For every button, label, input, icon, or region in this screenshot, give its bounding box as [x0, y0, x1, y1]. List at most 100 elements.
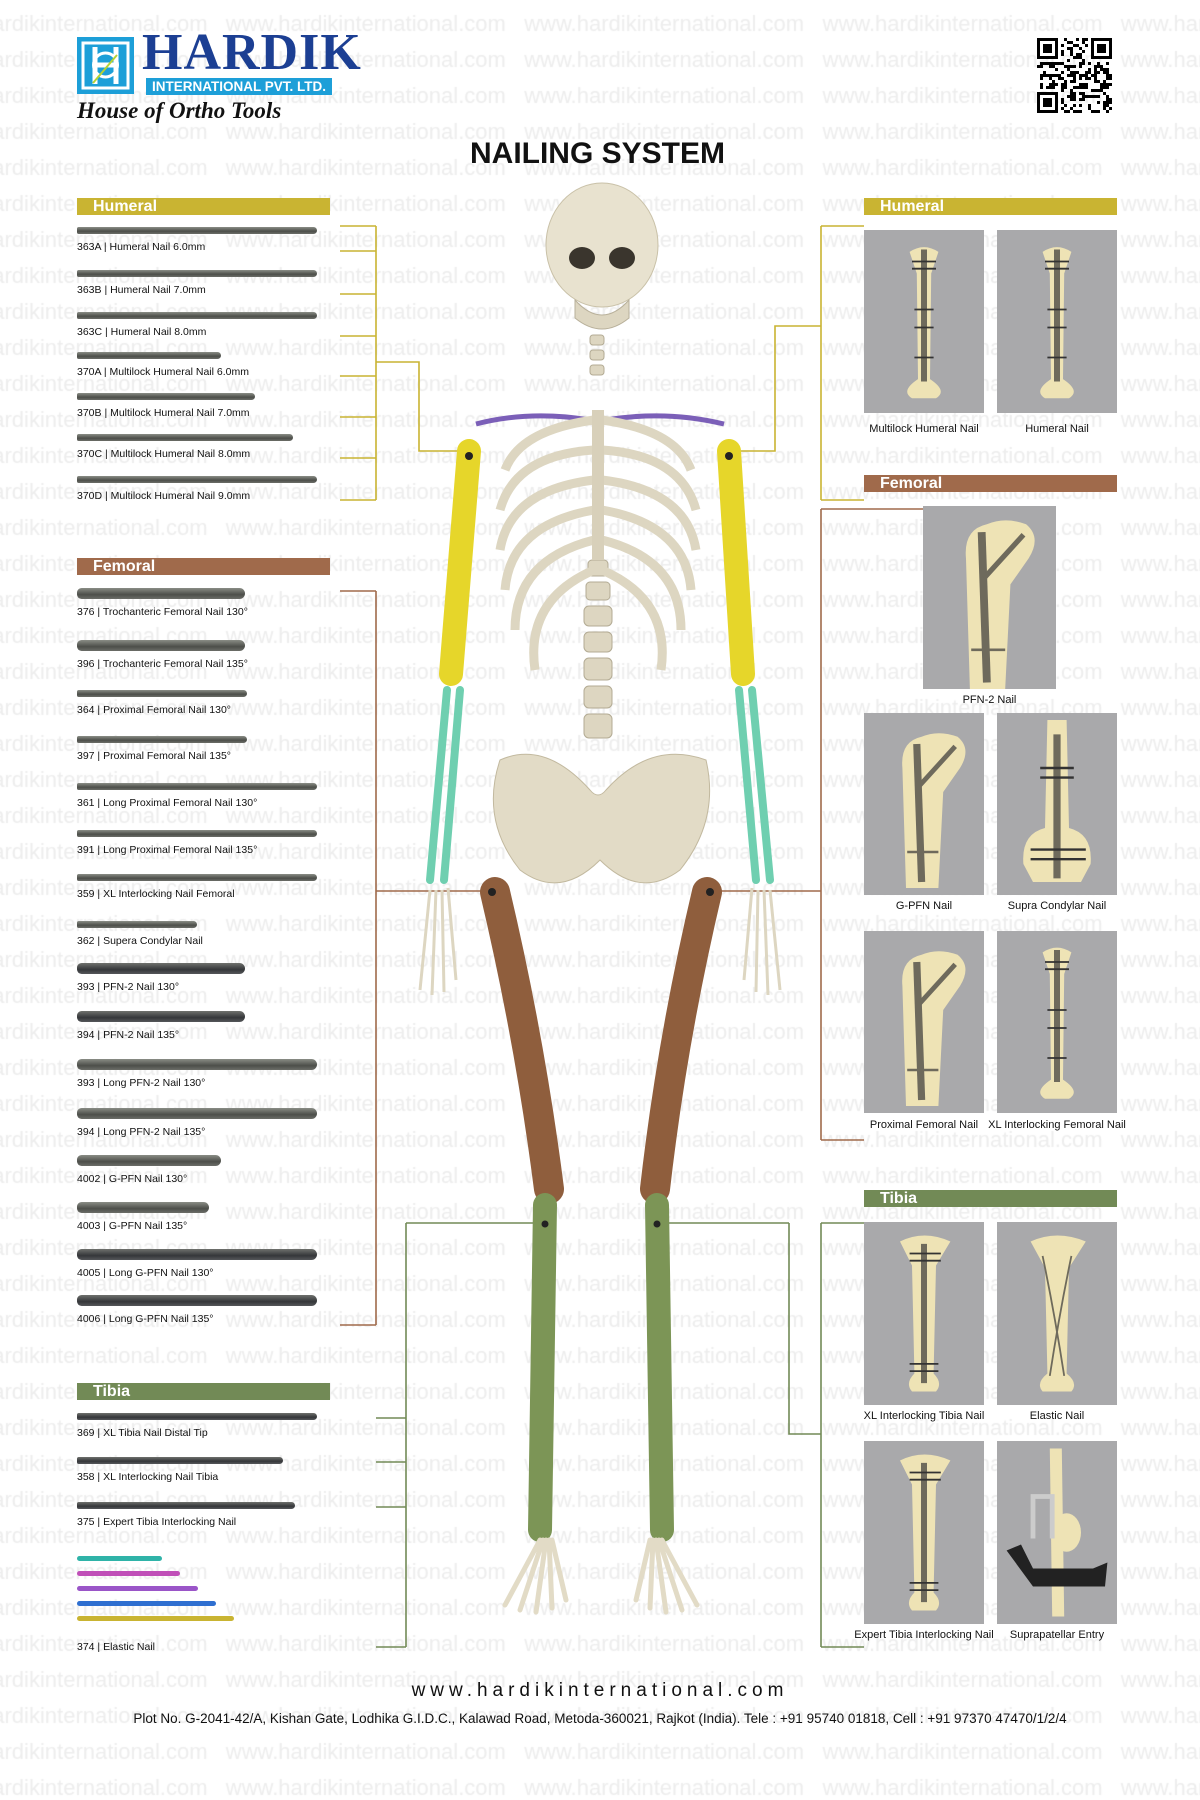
nail-label: 394 | Long PFN-2 Nail 135°	[77, 1126, 206, 1138]
company-address: Plot No. G-2041-42/A, Kishan Gate, Lodhi…	[133, 1711, 1067, 1726]
nail-label: 375 | Expert Tibia Interlocking Nail	[77, 1516, 237, 1528]
nail-image	[77, 640, 245, 651]
tibia-heading-left: Tibia	[77, 1383, 330, 1400]
femoral-bracket-left	[340, 590, 491, 1326]
nail-image	[77, 270, 317, 277]
femoral-heading-right: Femoral	[864, 475, 1117, 492]
skeleton	[418, 182, 782, 1615]
nail-list-item[interactable]: 4005 | Long G-PFN Nail 130°	[77, 1249, 317, 1279]
forearm-left	[426, 686, 464, 884]
implant-image	[997, 230, 1117, 413]
nail-list-item[interactable]: 364 | Proximal Femoral Nail 130°	[77, 690, 248, 716]
nail-label: 363A | Humeral Nail 6.0mm	[77, 241, 206, 253]
nail-list-item[interactable]: 370A | Multilock Humeral Nail 6.0mm	[77, 352, 249, 378]
nail-image	[77, 830, 317, 837]
nail-list-item[interactable]: 370B | Multilock Humeral Nail 7.0mm	[77, 393, 255, 419]
nail-list-item[interactable]: 363C | Humeral Nail 8.0mm	[77, 312, 317, 338]
nail-list-item[interactable]: 396 | Trochanteric Femoral Nail 135°	[77, 640, 248, 670]
implant-caption: Suprapatellar Entry	[1009, 1629, 1105, 1641]
implant-caption: Proximal Femoral Nail	[869, 1119, 979, 1131]
implant-image	[864, 1441, 984, 1624]
nail-image	[77, 393, 255, 400]
nail-list-item[interactable]: 393 | Long PFN-2 Nail 130°	[77, 1059, 317, 1089]
implant-image	[997, 931, 1117, 1113]
implant-image	[864, 713, 984, 895]
foot-left	[502, 1537, 569, 1615]
nail-list-item[interactable]: 370D | Multilock Humeral Nail 9.0mm	[77, 476, 317, 502]
nail-image	[77, 352, 221, 359]
tibia-bracket-right	[661, 1222, 864, 1648]
nail-list-item[interactable]: 394 | PFN-2 Nail 135°	[77, 1011, 245, 1041]
nail-list-item[interactable]: 370C | Multilock Humeral Nail 8.0mm	[77, 434, 293, 460]
nail-label: 393 | PFN-2 Nail 130°	[77, 981, 180, 993]
nail-list-item[interactable]: 391 | Long Proximal Femoral Nail 135°	[77, 830, 317, 856]
foot-right	[633, 1537, 700, 1615]
nail-image	[77, 690, 248, 697]
implant-image	[864, 230, 984, 413]
nail-list-item[interactable]: 363B | Humeral Nail 7.0mm	[77, 270, 317, 296]
nail-image	[77, 1059, 317, 1070]
nail-image	[77, 1155, 221, 1166]
implant-image	[864, 931, 984, 1113]
logo-icon	[77, 37, 134, 94]
nail-list-item[interactable]: 369 | XL Tibia Nail Distal Tip	[77, 1413, 317, 1439]
nail-image	[77, 1502, 296, 1509]
femoral-bracket-right	[712, 508, 923, 1141]
nail-list-item[interactable]: 4006 | Long G-PFN Nail 135°	[77, 1295, 317, 1325]
femur-right	[640, 877, 722, 1204]
nail-image	[77, 783, 317, 790]
elastic-nail-image	[77, 1601, 216, 1606]
nail-list-item[interactable]: 397 | Proximal Femoral Nail 135°	[77, 736, 248, 762]
nail-list-item[interactable]: 393 | PFN-2 Nail 130°	[77, 963, 245, 993]
nail-label: 369 | XL Tibia Nail Distal Tip	[77, 1427, 208, 1439]
implant-caption: Humeral Nail	[1025, 423, 1089, 435]
clavicle-left	[475, 413, 591, 427]
nail-list-item[interactable]: 363A | Humeral Nail 6.0mm	[77, 227, 317, 253]
nail-list-item[interactable]: 4002 | G-PFN Nail 130°	[77, 1155, 221, 1185]
nail-list-item[interactable]: 359 | XL Interlocking Nail Femoral	[77, 874, 317, 900]
nail-image	[77, 1457, 284, 1464]
nail-list-item[interactable]: 362 | Supera Condylar Nail	[77, 921, 203, 947]
humeral-heading-right: Humeral	[864, 198, 1117, 215]
nail-list-item[interactable]: 375 | Expert Tibia Interlocking Nail	[77, 1502, 296, 1528]
forearm-right	[735, 686, 774, 884]
nail-label[interactable]: 374 | Elastic Nail	[77, 1641, 156, 1653]
implant-caption: XL Interlocking Tibia Nail	[863, 1410, 985, 1422]
nail-image	[77, 963, 245, 974]
elastic-nail-image	[77, 1556, 162, 1561]
nail-label: 370A | Multilock Humeral Nail 6.0mm	[77, 366, 249, 378]
implant-caption: Multilock Humeral Nail	[869, 423, 979, 435]
nail-image	[77, 1011, 245, 1022]
nail-image	[77, 588, 245, 599]
nail-list-item[interactable]: 4003 | G-PFN Nail 135°	[77, 1202, 209, 1232]
implant-image	[997, 1222, 1117, 1405]
nail-label: 370C | Multilock Humeral Nail 8.0mm	[77, 448, 251, 460]
nail-list-item[interactable]: 361 | Long Proximal Femoral Nail 130°	[77, 783, 317, 809]
nail-image	[77, 874, 317, 881]
nail-image	[77, 921, 197, 928]
implant-caption: G-PFN Nail	[895, 900, 953, 912]
nail-list-item[interactable]: 376 | Trochanteric Femoral Nail 130°	[77, 588, 248, 618]
implant-image	[923, 506, 1056, 689]
femoral-heading-left: Femoral	[77, 558, 330, 575]
qr-code[interactable]	[1037, 38, 1112, 113]
nail-label: 359 | XL Interlocking Nail Femoral	[77, 888, 235, 900]
nail-list-item[interactable]: 394 | Long PFN-2 Nail 135°	[77, 1108, 317, 1138]
implant-image	[864, 1222, 984, 1405]
tibia-heading-right: Tibia	[864, 1190, 1117, 1207]
tibia-left	[528, 1193, 557, 1542]
nail-label: 376 | Trochanteric Femoral Nail 130°	[77, 606, 248, 618]
nail-label: 4006 | Long G-PFN Nail 135°	[77, 1313, 214, 1325]
implant-caption: XL Interlocking Femoral Nail	[988, 1119, 1126, 1131]
implant-caption: Supra Condylar Nail	[1007, 900, 1107, 912]
nail-image	[77, 1202, 209, 1213]
elastic-nail-image	[77, 1616, 234, 1621]
nail-list-item[interactable]: 358 | XL Interlocking Nail Tibia	[77, 1457, 284, 1483]
nail-image	[77, 312, 317, 319]
nail-image	[77, 1249, 317, 1260]
implant-image	[997, 713, 1117, 895]
website-link[interactable]: www.hardikinternational.com	[411, 1680, 789, 1701]
nail-label: 391 | Long Proximal Femoral Nail 135°	[77, 844, 258, 856]
tibia-right	[645, 1193, 674, 1542]
skull	[545, 182, 659, 308]
